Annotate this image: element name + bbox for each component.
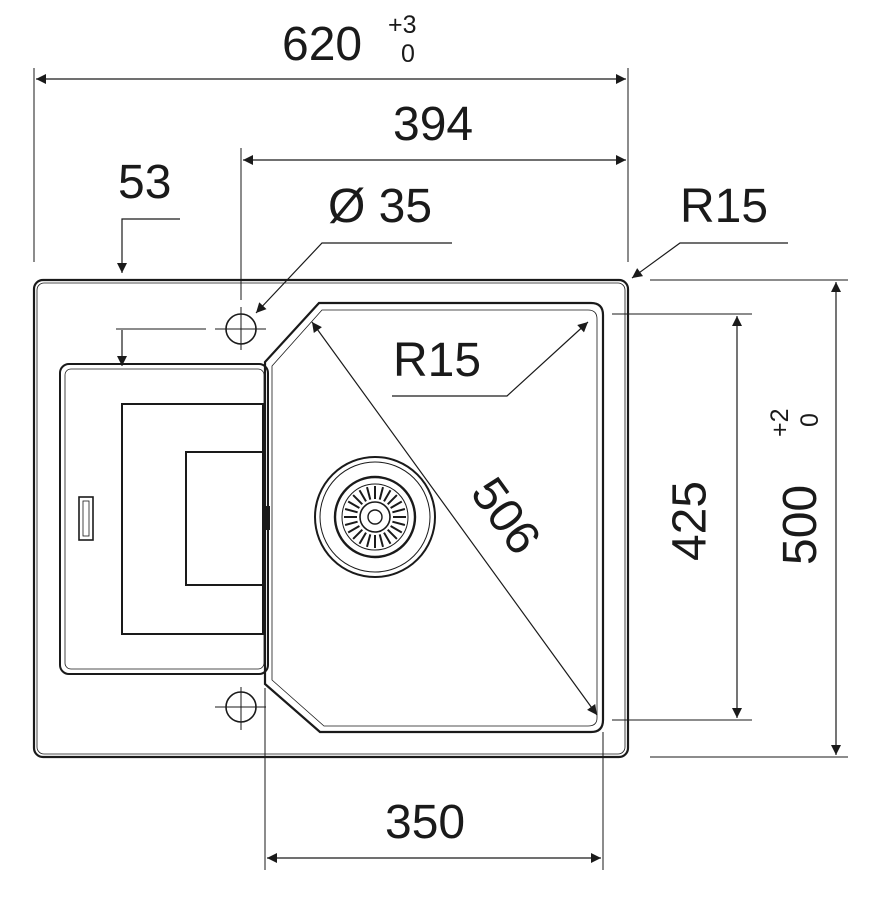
strainer-slot [386, 494, 398, 506]
bowl-zone-width-value: 394 [393, 98, 473, 151]
strainer-slot [366, 534, 372, 548]
strainer-slot [383, 532, 392, 545]
strainer-slot [344, 508, 358, 514]
drainer-board [59, 363, 270, 675]
drainer-inner [64, 368, 265, 670]
strainer-slot [347, 525, 360, 534]
bowl-radius-value: R15 [393, 334, 481, 387]
strainer-slot [390, 500, 403, 509]
bowl-depth-value: 425 [664, 481, 717, 561]
optional-tap-hole-icon [215, 687, 266, 730]
sink-inner-edge [36, 282, 626, 755]
bowl-outer-edge [263, 301, 605, 734]
strainer-slot [383, 489, 392, 502]
overall-depth-tol-upper: +2 [766, 408, 794, 437]
dim-tap-hole: Ø 35 [255, 180, 452, 314]
strainer-slot [390, 525, 403, 534]
strainer-slots [344, 486, 406, 548]
overall-width-value: 620 [282, 18, 362, 71]
strainer-slot [378, 486, 384, 500]
sink-outline [32, 278, 630, 759]
strainer-slot [352, 494, 364, 506]
strainer-slot [352, 528, 364, 540]
outer-radius-value: R15 [680, 180, 768, 233]
bowl-width-value: 350 [385, 796, 465, 849]
strainer-slot [347, 500, 360, 509]
overall-width-tol-upper: +3 [388, 11, 417, 39]
dim-overall-depth: 500 +2 0 [650, 279, 848, 758]
dim-overall-width: 620 +3 0 [33, 11, 629, 262]
strainer-slot [392, 520, 406, 526]
strainer-slot [392, 508, 406, 514]
strainer-slot [378, 534, 384, 548]
strainer-slot [358, 532, 367, 545]
bowl [263, 301, 605, 734]
strainer-slot [344, 520, 358, 526]
drainer-recess-small [185, 451, 265, 586]
overflow-slot-inner [82, 500, 90, 537]
tap-hole-icon [215, 307, 266, 350]
dim-edge-offset: 53 [116, 156, 206, 366]
drainer-recess-large [121, 403, 264, 635]
dim-bowl-depth: 425 [612, 313, 752, 721]
tap-hole-value: Ø 35 [328, 180, 432, 233]
strainer-slot [366, 486, 372, 500]
dim-bowl-width: 350 [264, 688, 604, 870]
overflow-slot [78, 496, 94, 541]
drain-strainer [314, 456, 436, 578]
overall-depth-value: 500 [774, 485, 827, 565]
dim-outer-radius: R15 [631, 180, 788, 279]
overall-depth-tol-lower: 0 [796, 413, 824, 427]
overall-width-tol-lower: 0 [401, 40, 415, 68]
dim-bowl-radius: R15 [392, 321, 589, 397]
dim-bowl-zone-width: 394 [240, 98, 626, 300]
bowl-diagonal-value: 506 [460, 468, 550, 564]
drainer-outer [59, 363, 269, 675]
sink-outer-edge [32, 278, 630, 759]
strainer-slot [386, 528, 398, 540]
bowl-inner-edge [271, 309, 598, 727]
edge-offset-value: 53 [118, 156, 171, 209]
strainer-slot [358, 489, 367, 502]
